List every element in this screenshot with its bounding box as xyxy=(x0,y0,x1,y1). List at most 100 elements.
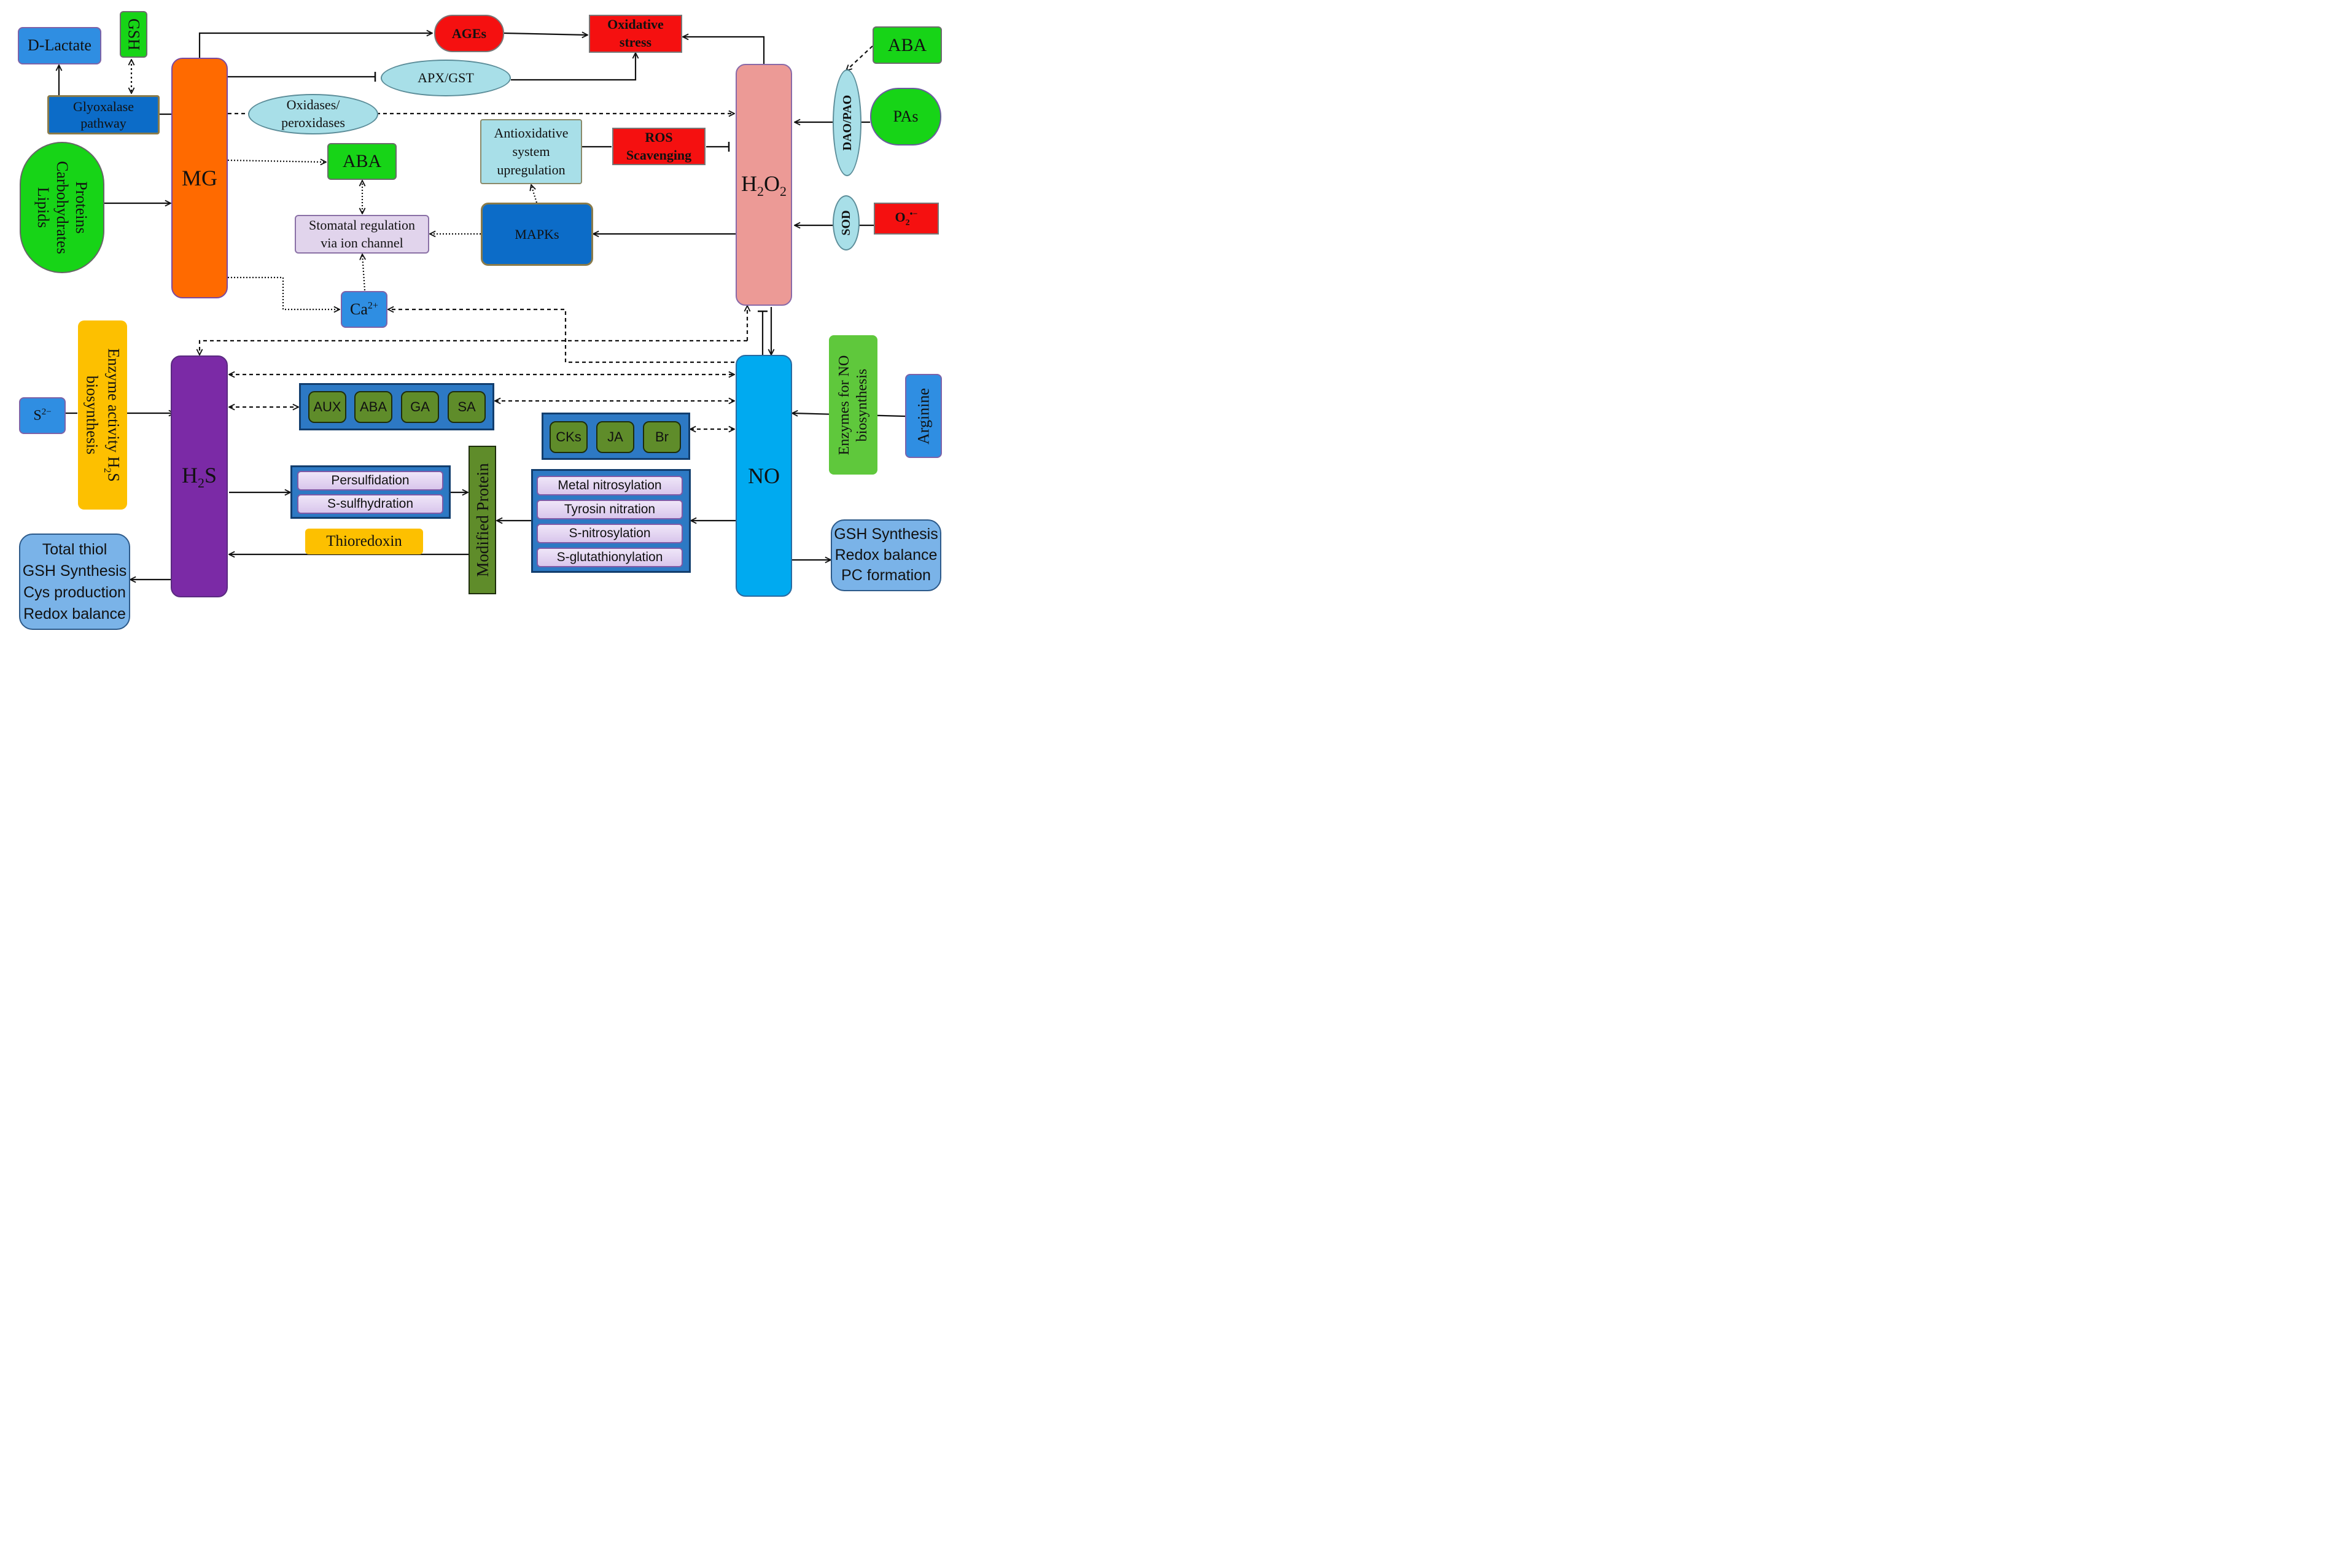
superoxide-box: O2•− xyxy=(874,203,939,235)
h2s-node: H2S xyxy=(171,355,228,597)
ros-line1: ROS xyxy=(645,129,673,145)
enzyme-h2s-line1: Enzyme activity H2S xyxy=(101,348,123,481)
hormone-chip-ja: JA xyxy=(596,421,634,453)
arrow-mg-to-aba xyxy=(227,160,326,162)
h2s-sub: 2 xyxy=(197,475,204,491)
sod-ellipse: SOD xyxy=(833,195,860,250)
pas-node: PAs xyxy=(870,88,941,146)
oxidative-stress-line2: stress xyxy=(619,34,652,50)
arrow-h2o2-to-h2s xyxy=(200,340,747,355)
stomatal-regulation-box: Stomatal regulation via ion channel xyxy=(295,215,429,254)
d-lactate-box: D-Lactate xyxy=(18,27,101,64)
h2o2-sub1: 2 xyxy=(757,183,764,199)
substrates-text: Proteins Carbohydrates Lipids xyxy=(33,161,91,254)
oxidative-stress-line1: Oxidative xyxy=(607,17,664,33)
superoxide-o: O xyxy=(895,209,906,225)
aba-h2o2-box: ABA xyxy=(873,26,942,64)
antioxidative-line3: upregulation xyxy=(497,161,566,177)
h2s-outcome-cys-production: Cys production xyxy=(23,583,126,601)
stomatal-line1: Stomatal regulation xyxy=(309,217,415,233)
gsh-label: GSH xyxy=(125,18,143,51)
hormone-chip-sa: SA xyxy=(448,391,486,423)
hormone-ga-label: GA xyxy=(410,399,430,414)
arrow-mg-to-calcium xyxy=(228,276,340,309)
gsh-box: GSH xyxy=(120,11,147,58)
d-lactate-label: D-Lactate xyxy=(28,36,91,55)
persulfidation-label: Persulfidation xyxy=(331,473,410,487)
superoxide-sub: 2 xyxy=(905,218,910,228)
signaling-diagram: D-Lactate GSH Glyoxalase pathway Protein… xyxy=(0,0,957,638)
sulfide-base: S xyxy=(33,408,42,424)
hormone-aba-label: ABA xyxy=(359,399,387,414)
oxidases-line1: Oxidases/ xyxy=(286,97,340,113)
s-sulfhydration-label: S-sulfhydration xyxy=(327,497,414,511)
h2o2-sub2: 2 xyxy=(780,183,787,199)
substrate-carbohydrates: Carbohydrates xyxy=(53,161,71,254)
aba-h2o2-label: ABA xyxy=(887,34,927,55)
no-outcomes-box: GSH Synthesis Redox balance PC formation xyxy=(831,519,941,591)
h2s-modifications-panel: Persulfidation S-sulfhydration xyxy=(290,465,451,519)
h2s-outcome-gsh-synthesis: GSH Synthesis xyxy=(22,562,127,580)
superoxide-sup: •− xyxy=(909,209,918,219)
antioxidative-line1: Antioxidative xyxy=(494,125,569,141)
hormone-aux-label: AUX xyxy=(313,399,341,414)
mg-node: MG xyxy=(171,58,228,298)
ages-node: AGEs xyxy=(434,15,504,52)
pas-label: PAs xyxy=(893,107,919,125)
no-outcome-gsh-synthesis: GSH Synthesis xyxy=(834,525,938,543)
enzymes-no-line1: Enzymes for NO xyxy=(836,355,852,455)
h2s-outcomes-box: Total thiol GSH Synthesis Cys production… xyxy=(19,534,130,630)
arrow-calcium-to-stomatal xyxy=(362,254,365,291)
h2s-h: H xyxy=(181,462,198,487)
calcium-label: Ca2+ xyxy=(350,300,378,320)
enzymes-no-line2: biosynthesis xyxy=(854,368,870,441)
hormone-cks-label: CKs xyxy=(556,429,581,444)
hormone-chip-ga: GA xyxy=(401,391,439,423)
enzymes-no-text: Enzymes for NO biosynthesis xyxy=(836,355,871,455)
arginine-box: Arginine xyxy=(905,374,942,458)
hormone-panel-top: AUX ABA GA SA xyxy=(299,383,494,430)
hormone-chip-cks: CKs xyxy=(550,421,588,453)
h2s-outcome-total-thiol: Total thiol xyxy=(42,540,107,558)
enzyme-h2s-box: Enzyme activity H2S biosynthesis xyxy=(78,320,127,510)
hormone-panel-mid: CKs JA Br xyxy=(542,413,690,460)
thioredoxin-box: Thioredoxin xyxy=(305,529,423,554)
ages-label: AGEs xyxy=(451,25,487,41)
sulfide-charge: 2− xyxy=(41,407,52,417)
h2o2-label: H2O2 xyxy=(741,170,787,200)
apx-gst-ellipse: APX/GST xyxy=(381,60,511,96)
enzyme-h2s-s: S xyxy=(104,473,123,482)
h2o2-o: O xyxy=(764,171,780,196)
sulfide-label: S2− xyxy=(33,406,51,425)
superoxide-label: O2•− xyxy=(895,209,917,228)
metal-nitrosylation-pill: Metal nitrosylation xyxy=(537,476,683,495)
sulfide-box: S2− xyxy=(19,397,66,434)
persulfidation-pill: Persulfidation xyxy=(297,471,443,491)
enzyme-h2s-line1-text: Enzyme activity H xyxy=(104,348,123,468)
oxidases-ellipse: Oxidases/ peroxidases xyxy=(248,94,378,134)
thioredoxin-label: Thioredoxin xyxy=(326,533,402,550)
h2s-outcome-redox-balance: Redox balance xyxy=(23,605,126,623)
arrow-aba-to-dao xyxy=(846,45,873,71)
substrate-lipids: Lipids xyxy=(34,187,52,228)
hormone-sa-label: SA xyxy=(457,399,476,414)
oxidases-line2: peroxidases xyxy=(281,115,345,130)
arrow-h2o2-to-oxidative-stress xyxy=(683,37,765,64)
s-nitrosylation-label: S-nitrosylation xyxy=(569,526,651,540)
h2o2-h: H xyxy=(741,171,757,196)
s-glutathionylation-pill: S-glutathionylation xyxy=(537,548,683,567)
oxidative-stress-box: Oxidative stress xyxy=(589,15,682,53)
no-modifications-panel: Metal nitrosylation Tyrosin nitration S-… xyxy=(531,469,691,573)
s-nitrosylation-pill: S-nitrosylation xyxy=(537,524,683,543)
calcium-charge: 2+ xyxy=(367,300,378,311)
no-label: NO xyxy=(748,463,780,488)
arrow-mapks-to-antioxidative xyxy=(531,185,538,203)
enzyme-h2s-text: Enzyme activity H2S biosynthesis xyxy=(82,348,123,481)
metal-nitrosylation-label: Metal nitrosylation xyxy=(558,478,662,492)
hormone-chip-aux: AUX xyxy=(308,391,346,423)
mapks-label: MAPKs xyxy=(515,226,559,242)
tyrosin-nitration-label: Tyrosin nitration xyxy=(564,502,656,516)
enzyme-h2s-sub: 2 xyxy=(102,468,113,473)
ros-line2: Scavenging xyxy=(626,147,692,163)
tyrosin-nitration-pill: Tyrosin nitration xyxy=(537,500,683,519)
